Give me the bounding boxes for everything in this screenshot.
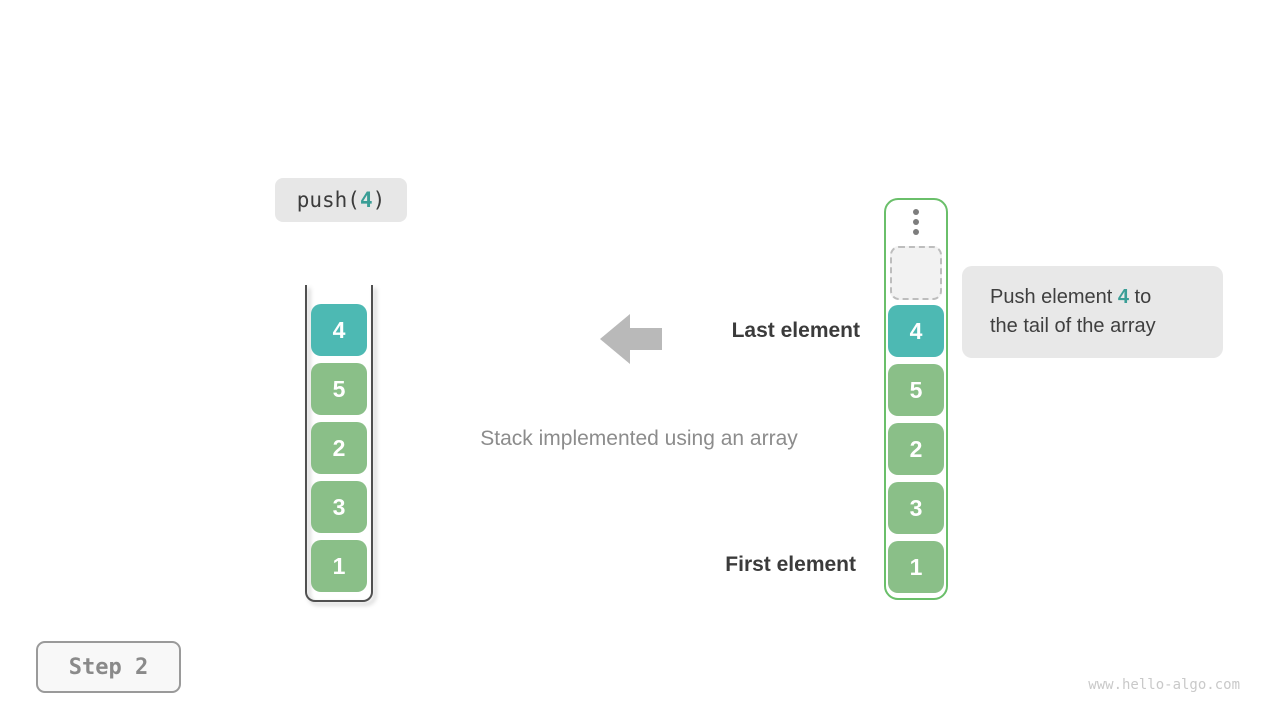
stack-cell: 3	[888, 482, 944, 534]
array-cells: 4 5 2 3 1	[888, 305, 944, 593]
stack-cell: 1	[888, 541, 944, 593]
annotation-line2: the tail of the array	[990, 315, 1156, 337]
watermark: www.hello-algo.com	[1088, 677, 1240, 693]
stack-cell: 5	[311, 363, 367, 415]
operation-suffix: )	[372, 188, 386, 212]
stack-cells: 4 5 2 3 1	[311, 304, 367, 592]
last-element-label: Last element	[731, 319, 860, 342]
stack-cell: 5	[888, 364, 944, 416]
operation-value: 4	[359, 188, 373, 212]
stack-cell: 2	[888, 423, 944, 475]
annotation-line1: Push element 4 to	[990, 286, 1152, 308]
empty-slot-placeholder	[890, 246, 942, 300]
step-badge: Step 2	[36, 641, 181, 693]
stack-cell: 4	[888, 305, 944, 357]
operation-prefix: push(	[296, 188, 360, 212]
stack-cell: 1	[311, 540, 367, 592]
annotation-value: 4	[1117, 286, 1129, 308]
stack-cell: 4	[311, 304, 367, 356]
stack-cell: 3	[311, 481, 367, 533]
vertical-ellipsis-icon	[886, 209, 946, 235]
operation-label: push(4)	[275, 178, 407, 222]
annotation-bubble: Push element 4 to the tail of the array	[962, 266, 1223, 358]
first-element-label: First element	[725, 553, 856, 576]
stack-container	[305, 285, 373, 602]
diagram-caption: Stack implemented using an array	[480, 427, 798, 450]
left-arrow-icon	[600, 314, 662, 364]
array-container: 4 5 2 3 1	[884, 198, 948, 600]
stack-cell: 2	[311, 422, 367, 474]
